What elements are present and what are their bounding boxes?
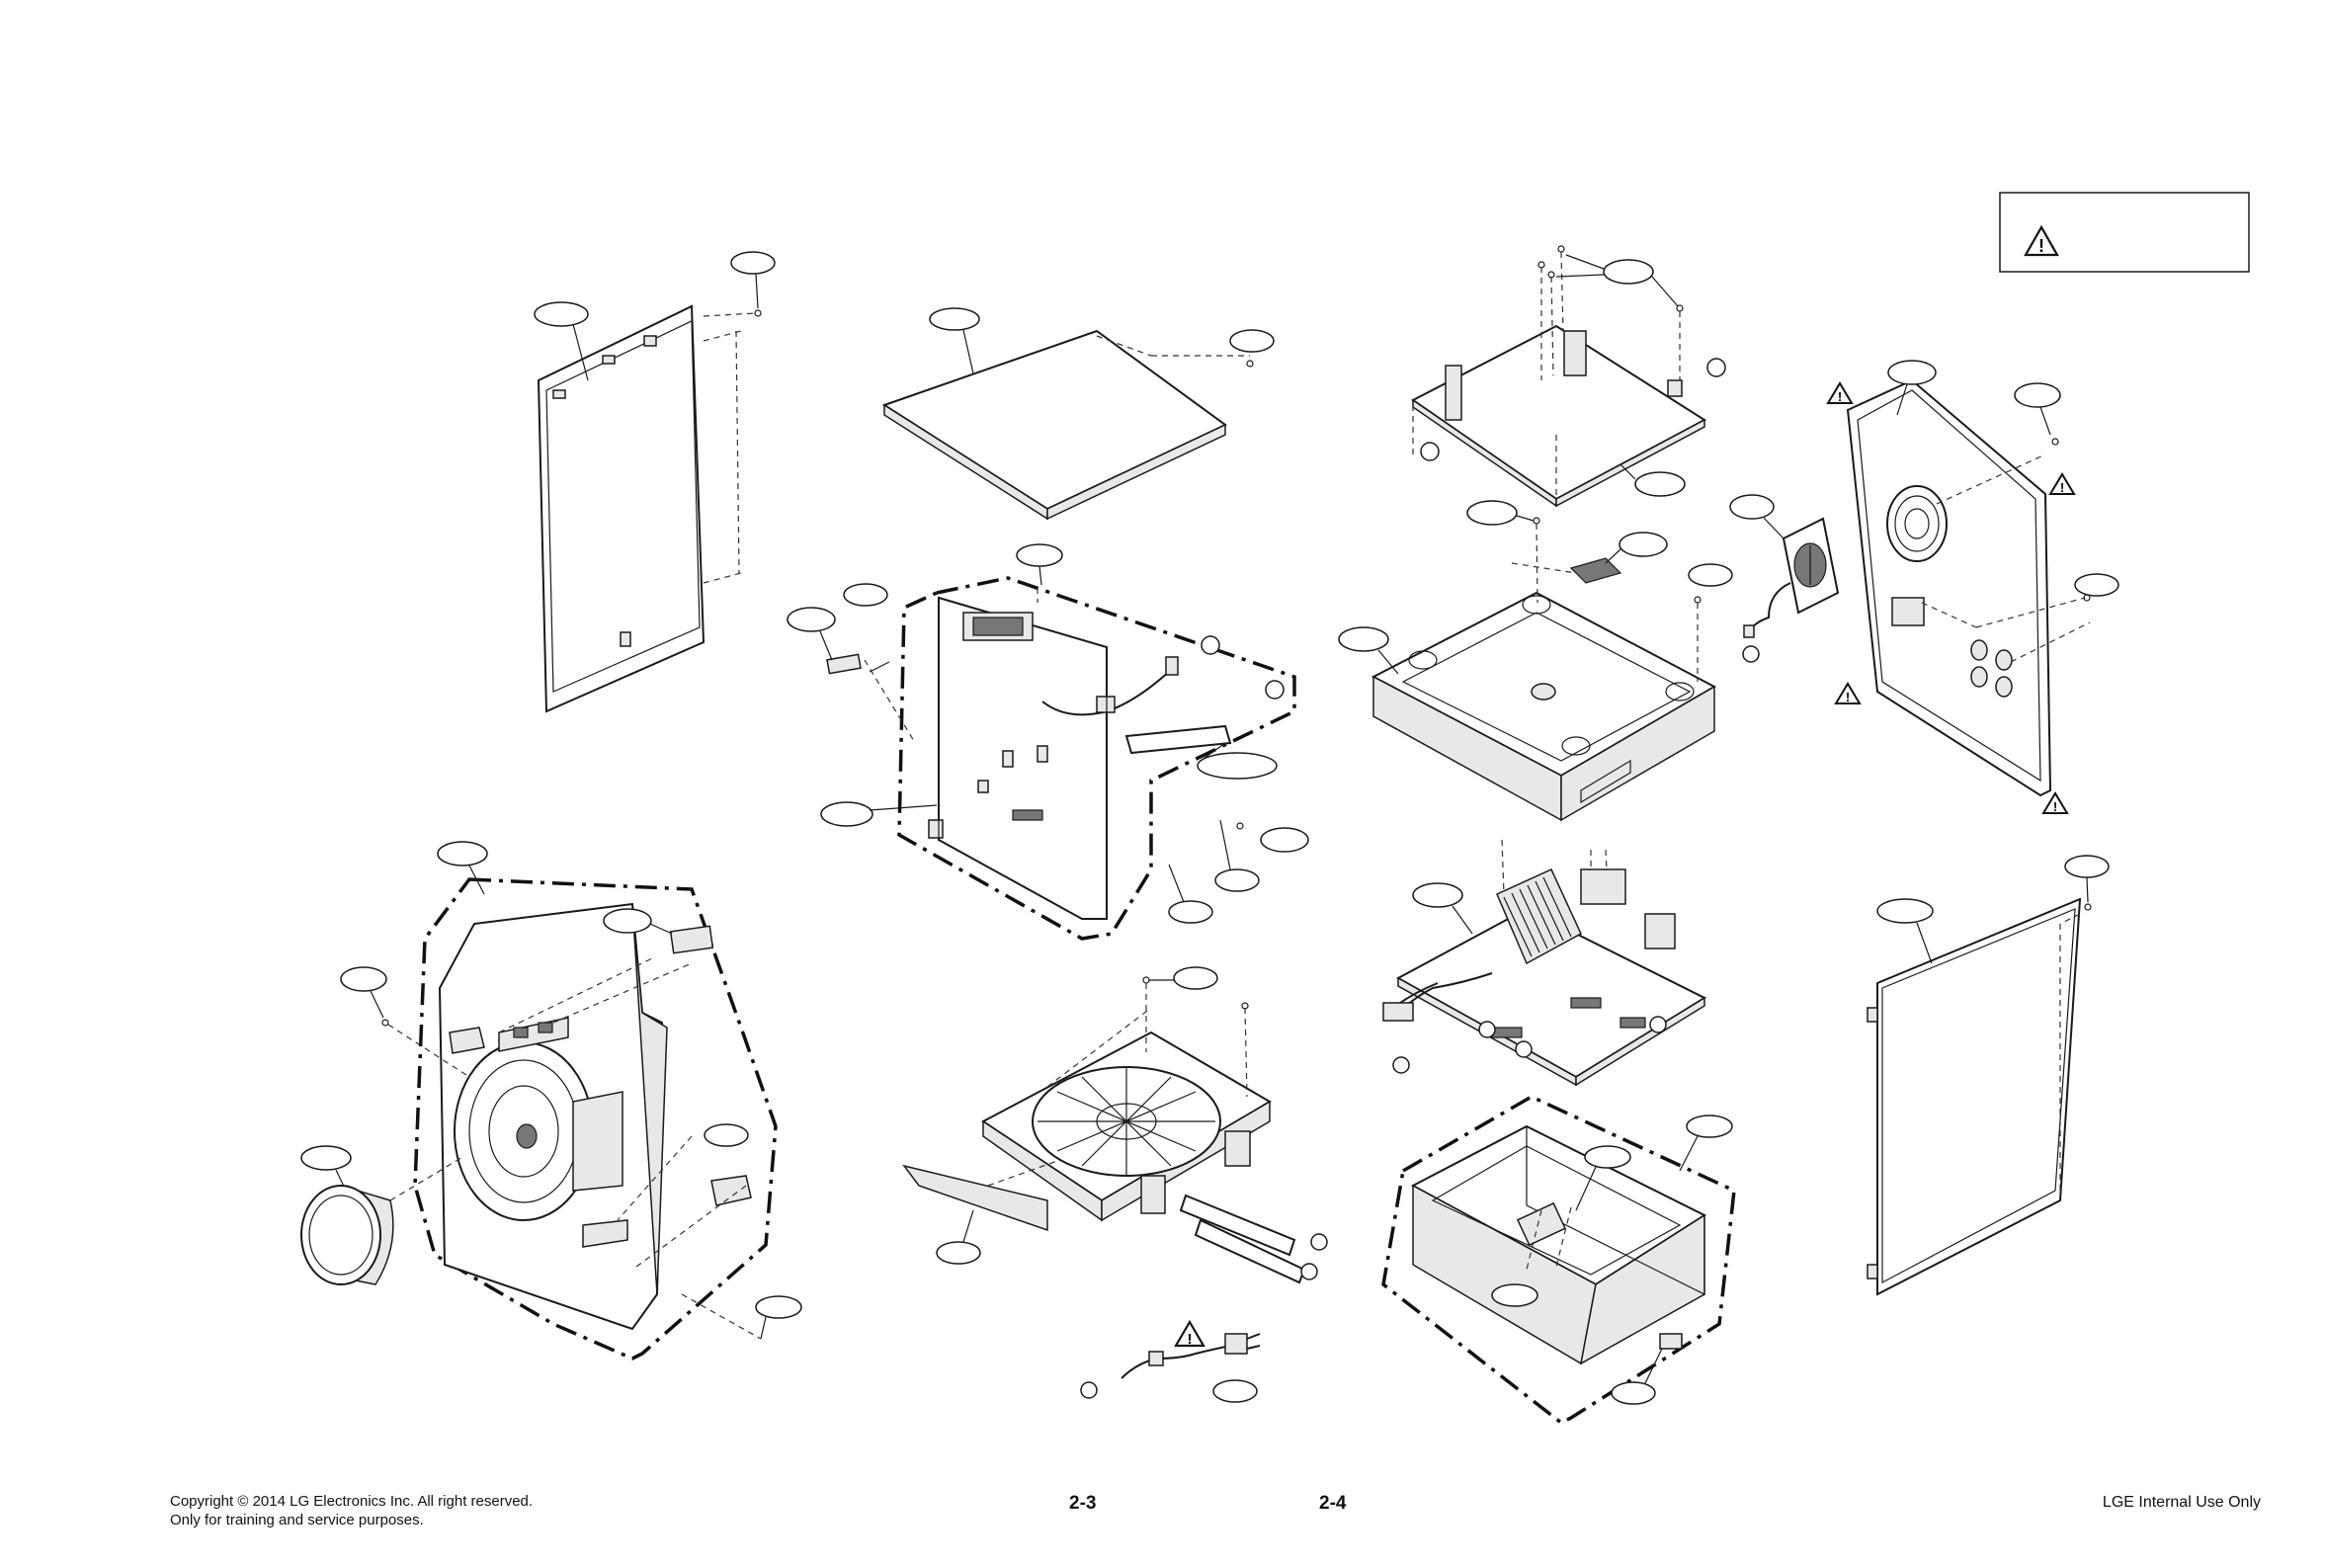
callout-front-panel — [438, 842, 487, 866]
callout-connector-1 — [1202, 636, 1219, 654]
callout-side-panel-right — [1877, 899, 1933, 923]
amp-pcb — [1383, 840, 1704, 1085]
callout-smps-connector — [1707, 359, 1725, 376]
svg-text:!: ! — [2053, 799, 2057, 814]
warning-triangle-icon: ! — [2043, 793, 2067, 814]
callout-fan-connector — [1743, 646, 1759, 662]
bottom-chassis-assembly — [1383, 1097, 1734, 1423]
callout-power-cord — [1213, 1380, 1257, 1402]
callout-top-cover — [930, 308, 979, 330]
svg-text:!: ! — [1838, 389, 1842, 404]
callout-screw-bottom — [1169, 901, 1212, 923]
svg-text:!: ! — [2060, 480, 2064, 495]
callout-connector-2 — [1266, 681, 1284, 699]
power-cord: ! — [1121, 1322, 1260, 1378]
top-cover — [884, 331, 1250, 519]
callout-screw-top-cover — [1230, 330, 1274, 352]
callout-small-screw — [844, 584, 887, 606]
callout-main-pcb — [821, 802, 872, 826]
smps-pcb — [1413, 246, 1704, 506]
callout-side-panel-left — [535, 302, 588, 326]
safety-legend-box: ! — [2000, 193, 2249, 272]
warning-triangle-icon: ! — [2050, 474, 2074, 495]
callout-screw-front-bottom — [756, 1296, 801, 1318]
callout-led-board — [604, 909, 651, 933]
page-number-right: 2-4 — [1319, 1493, 1346, 1515]
callout-ferrite-core — [1081, 1382, 1097, 1398]
callout-ffc-1 — [1311, 1234, 1327, 1250]
cooling-fan — [1744, 519, 1838, 637]
callout-screw-right — [1261, 828, 1308, 852]
callout-cd-mech-screw — [1174, 967, 1217, 989]
callout-amp-connector-4 — [1650, 1017, 1666, 1032]
callout-smps-pcb — [1635, 472, 1685, 496]
callout-chassis-bracket — [1585, 1146, 1630, 1168]
svg-text:!: ! — [1188, 1331, 1193, 1348]
warning-triangle-icon: ! — [1828, 383, 1852, 404]
callout-wire-holder — [1215, 869, 1259, 891]
callout-ffc-cable — [1198, 753, 1277, 779]
callout-foot — [1612, 1382, 1655, 1404]
training-notice: Only for training and service purposes. — [170, 1512, 424, 1528]
callout-amp-connector-2 — [1479, 1022, 1495, 1037]
page-number-left: 2-3 — [1069, 1493, 1096, 1515]
callout-smps-screws — [1604, 260, 1653, 284]
volume-knob — [301, 1156, 464, 1284]
callout-middle-chassis — [1339, 627, 1388, 651]
callout-bottom-chassis — [1687, 1115, 1732, 1137]
side-panel-left — [539, 306, 761, 711]
callout-smps-wire — [1421, 443, 1439, 460]
callout-cooling-fan — [1730, 495, 1774, 519]
callout-screw-front — [341, 967, 386, 991]
callout-rear-screw-top — [2015, 383, 2060, 407]
callout-screw-side-right — [2065, 856, 2109, 877]
callout-switch — [705, 1124, 748, 1146]
callout-screw-pcb — [1017, 544, 1062, 566]
front-panel-assembly — [415, 879, 776, 1359]
callout-volume-knob — [301, 1146, 351, 1170]
side-panel-right — [1868, 899, 2091, 1294]
middle-chassis — [1373, 518, 1714, 820]
callout-amp-pcb — [1413, 883, 1462, 907]
callout-chassis-screw — [1467, 501, 1517, 525]
callout-rear-panel — [1888, 361, 1936, 384]
callout-ffc-2 — [1301, 1264, 1317, 1279]
callout-chassis-screw-right — [1689, 564, 1732, 586]
internal-use-notice: LGE Internal Use Only — [2103, 1494, 2261, 1512]
svg-text:!: ! — [2038, 236, 2044, 256]
callout-bracket — [788, 608, 835, 631]
callout-screw-side-left — [731, 252, 775, 274]
rear-panel — [1848, 380, 2090, 795]
callout-rear-screw-mid — [2075, 574, 2118, 596]
svg-text:!: ! — [1846, 690, 1850, 704]
callout-speaker-terminal — [1619, 533, 1667, 556]
callout-amp-connector-3 — [1516, 1041, 1532, 1057]
copyright-notice: Copyright © 2014 LG Electronics Inc. All… — [170, 1493, 533, 1510]
callout-bottom-part — [1492, 1284, 1537, 1306]
callout-cd-door — [937, 1242, 980, 1264]
cd-mechanism — [983, 977, 1304, 1282]
callout-amp-connector-1 — [1393, 1057, 1409, 1073]
warning-triangle-icon: ! — [1836, 684, 1860, 704]
